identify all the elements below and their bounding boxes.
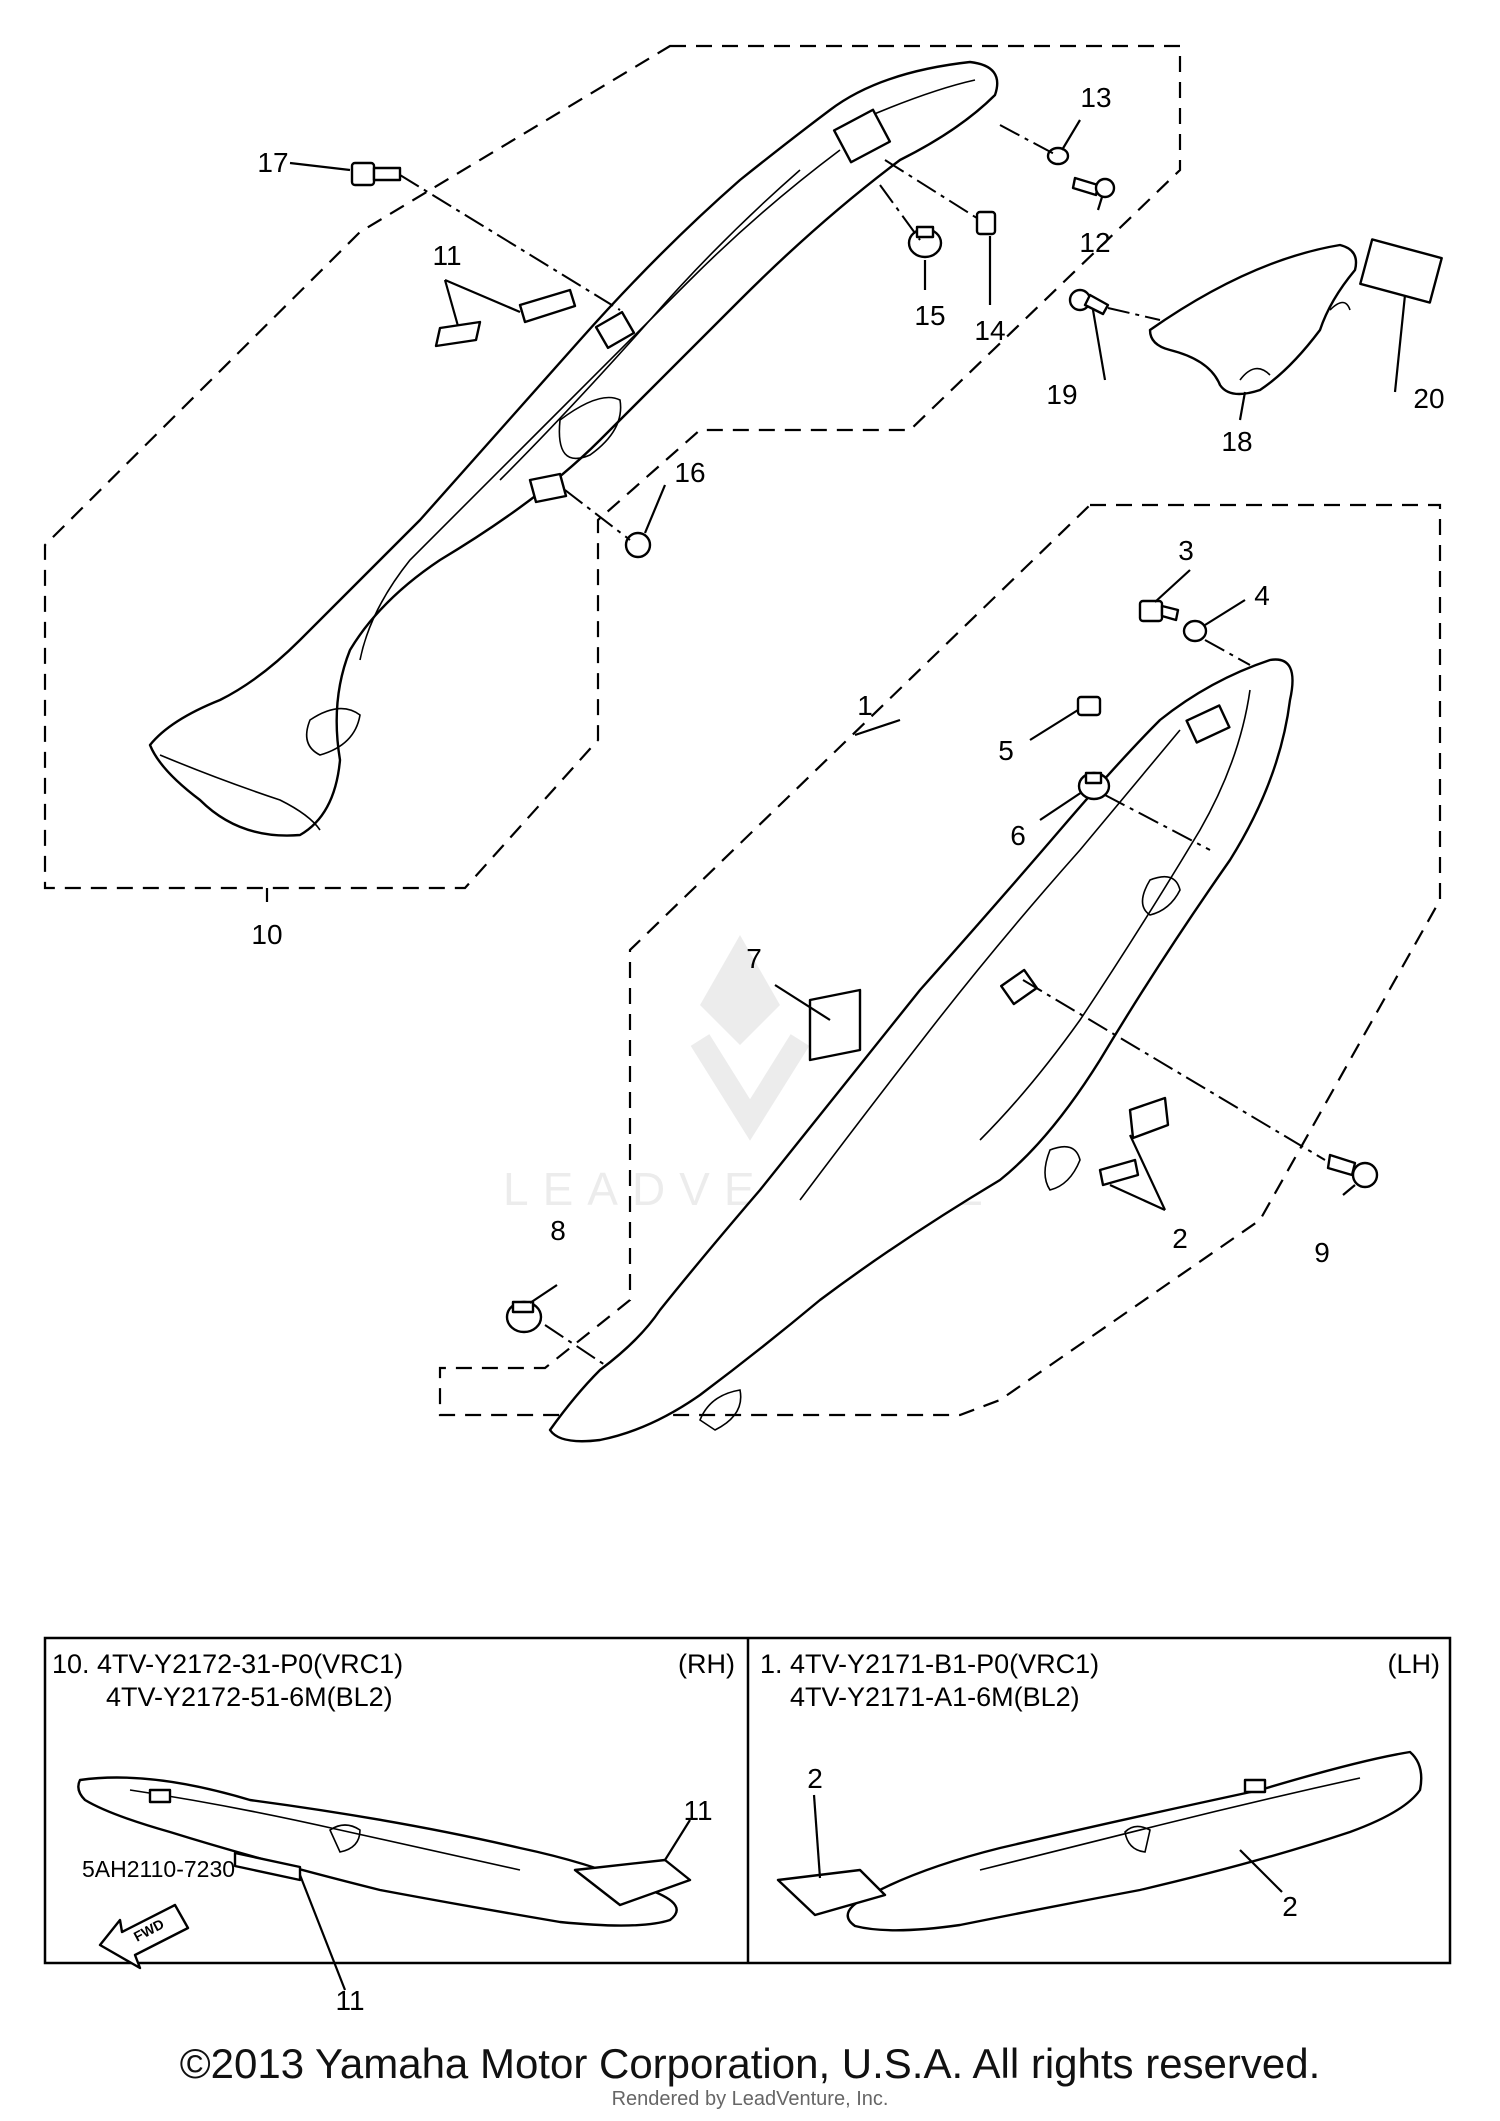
legend-lh-line1: 1. 4TV-Y2171-B1-P0(VRC1) (760, 1649, 1099, 1679)
callout-1: 1 (857, 690, 873, 721)
grommet-15 (907, 225, 943, 259)
screw-12 (1071, 176, 1116, 199)
callout-10: 10 (251, 919, 282, 950)
callout-16: 16 (674, 457, 705, 488)
callout-17: 17 (257, 147, 288, 178)
legend-rh-line1: 10. 4TV-Y2172-31-P0(VRC1) (52, 1649, 403, 1679)
decal-11-b (518, 288, 577, 324)
hardware (350, 146, 1379, 1334)
rh-cover-sketch (77, 1776, 692, 1927)
callout-14: 14 (974, 315, 1005, 346)
legend-rh-line2: 4TV-Y2172-51-6M(BL2) (106, 1682, 393, 1712)
legend-lh-callout-2-a: 2 (807, 1763, 823, 1794)
decal-11-a (434, 320, 482, 348)
legend-rh-callout-11-a: 11 (683, 1795, 712, 1826)
legend-rh-callout-11-b: 11 (335, 1985, 364, 2016)
group-outline-10 (43, 44, 1182, 890)
label-plate-20 (1359, 238, 1443, 304)
side-cover-rh (148, 60, 999, 837)
screw-19 (1068, 288, 1110, 316)
callout-2: 2 (1172, 1223, 1188, 1254)
legend-box: 10. 4TV-Y2172-31-P0(VRC1) 4TV-Y2172-51-6… (43, 1636, 1452, 2016)
callout-3: 3 (1178, 535, 1194, 566)
grommet-8 (505, 1300, 543, 1334)
copyright-notice: ©2013 Yamaha Motor Corporation, U.S.A. A… (179, 2040, 1321, 2087)
callout-18: 18 (1221, 426, 1252, 457)
decal-2-b (1098, 1158, 1140, 1187)
decal-7 (808, 988, 862, 1062)
bolt-9 (1326, 1153, 1379, 1189)
washer-4 (1182, 619, 1208, 643)
nut-14 (975, 210, 997, 236)
bolt-3 (1138, 599, 1180, 623)
callout-15: 15 (914, 300, 945, 331)
washer-13 (1046, 146, 1070, 166)
callout-19: 19 (1046, 379, 1077, 410)
group-outline-1 (438, 503, 1442, 1417)
legend-lh-line2: 4TV-Y2171-A1-6M(BL2) (790, 1682, 1080, 1712)
callout-11: 11 (432, 240, 461, 271)
nut-5 (1076, 695, 1102, 717)
callout-7: 7 (746, 943, 762, 974)
legend-rh-side: (RH) (678, 1649, 735, 1679)
callout-12: 12 (1079, 227, 1110, 258)
callout-20: 20 (1413, 383, 1444, 414)
callout-9: 9 (1314, 1237, 1330, 1268)
rendered-by-notice: Rendered by LeadVenture, Inc. (611, 2088, 889, 2110)
lh-cover-sketch (776, 1750, 1423, 1932)
fwd-arrow: FWD (98, 1903, 190, 1970)
legend-lh-callout-2-b: 2 (1282, 1891, 1298, 1922)
callout-8: 8 (550, 1215, 566, 1246)
grommet-6 (1077, 771, 1111, 801)
legend-lh-side: (LH) (1388, 1649, 1441, 1679)
callout-5: 5 (998, 735, 1014, 766)
seat-cowl (1148, 243, 1358, 396)
drawing-code: 5AH2110-7230 (82, 1856, 236, 1882)
bolt-17 (350, 161, 402, 187)
leader-lines (265, 119, 1407, 1366)
side-cover-lh (548, 658, 1294, 1443)
callout-numbers: 1 2 3 4 5 6 7 8 9 10 11 12 13 14 15 16 1… (251, 82, 1444, 1268)
callout-13: 13 (1080, 82, 1111, 113)
callout-4: 4 (1254, 580, 1270, 611)
collar-nut-16 (528, 472, 652, 559)
decal-2-a (1128, 1096, 1170, 1140)
callout-6: 6 (1010, 820, 1026, 851)
